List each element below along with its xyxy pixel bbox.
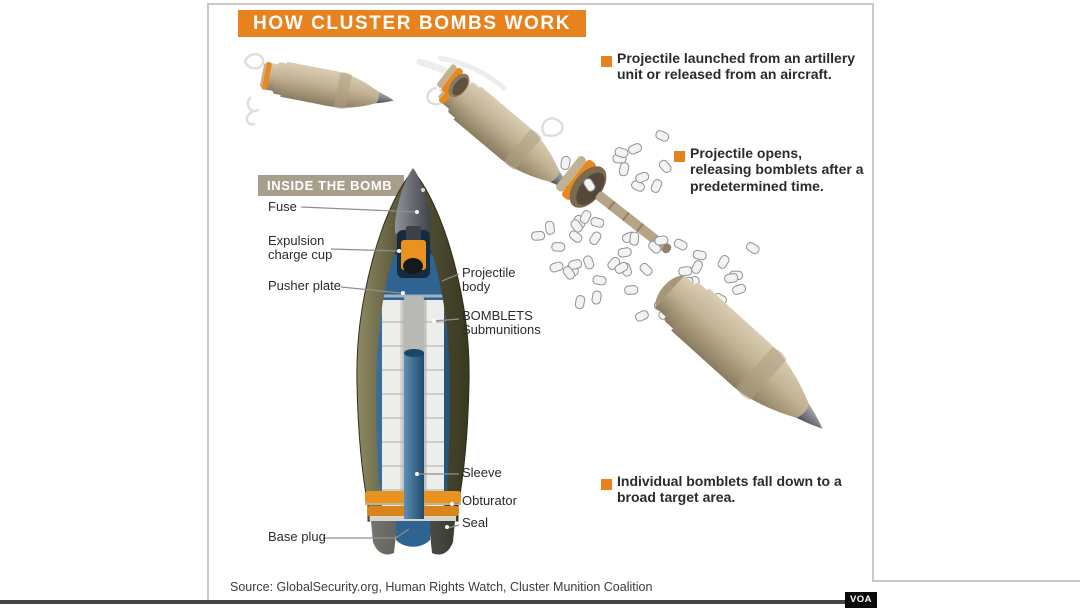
inside-the-bomb-banner: INSIDE THE BOMB [258, 175, 404, 196]
fuse-nose-cone [395, 168, 431, 236]
label-pusher-plate: Pusher plate [268, 278, 341, 293]
step-3-text: Individual bomblets fall down to a broad… [617, 473, 842, 506]
leader-tip-dots [397, 210, 454, 529]
step-2-bullet-icon [674, 151, 685, 162]
projectile-launched-icon [259, 57, 398, 119]
step-3-bullet-icon [601, 479, 612, 490]
label-leader-lines [300, 206, 460, 539]
cutaway-bomb [356, 168, 470, 555]
label-seal: Seal [462, 515, 489, 530]
bottom-divider-bar [0, 600, 845, 604]
title-banner: HOW CLUSTER BOMBS WORK [238, 10, 587, 37]
label-fuse: Fuse [268, 199, 297, 214]
frame-right-bottom-border [872, 580, 1080, 582]
bomblet-cloud [531, 130, 760, 328]
label-obturator: Obturator [462, 493, 517, 508]
label-projectile-body: Projectile body [462, 265, 516, 294]
step-1-bullet-icon [601, 56, 612, 67]
step-2-text: Projectile opens, releasing bomblets aft… [690, 145, 864, 194]
label-sleeve: Sleeve [462, 465, 502, 480]
label-expulsion-charge-cup: Expulsion charge cup [268, 233, 333, 262]
step-1-text: Projectile launched from an artillery un… [617, 50, 856, 83]
label-bomblets: BOMBLETS Submunitions [462, 308, 541, 337]
separating-base-cap-icon [436, 64, 470, 98]
voa-logo: VOA [845, 592, 877, 608]
frame-left-border [207, 3, 209, 601]
base-plug-shape [396, 521, 430, 547]
label-base-plug: Base plug [268, 529, 326, 544]
source-credit: Source: GlobalSecurity.org, Human Rights… [230, 580, 653, 594]
frame-top-border [207, 3, 874, 5]
frame-right-border [872, 3, 874, 581]
